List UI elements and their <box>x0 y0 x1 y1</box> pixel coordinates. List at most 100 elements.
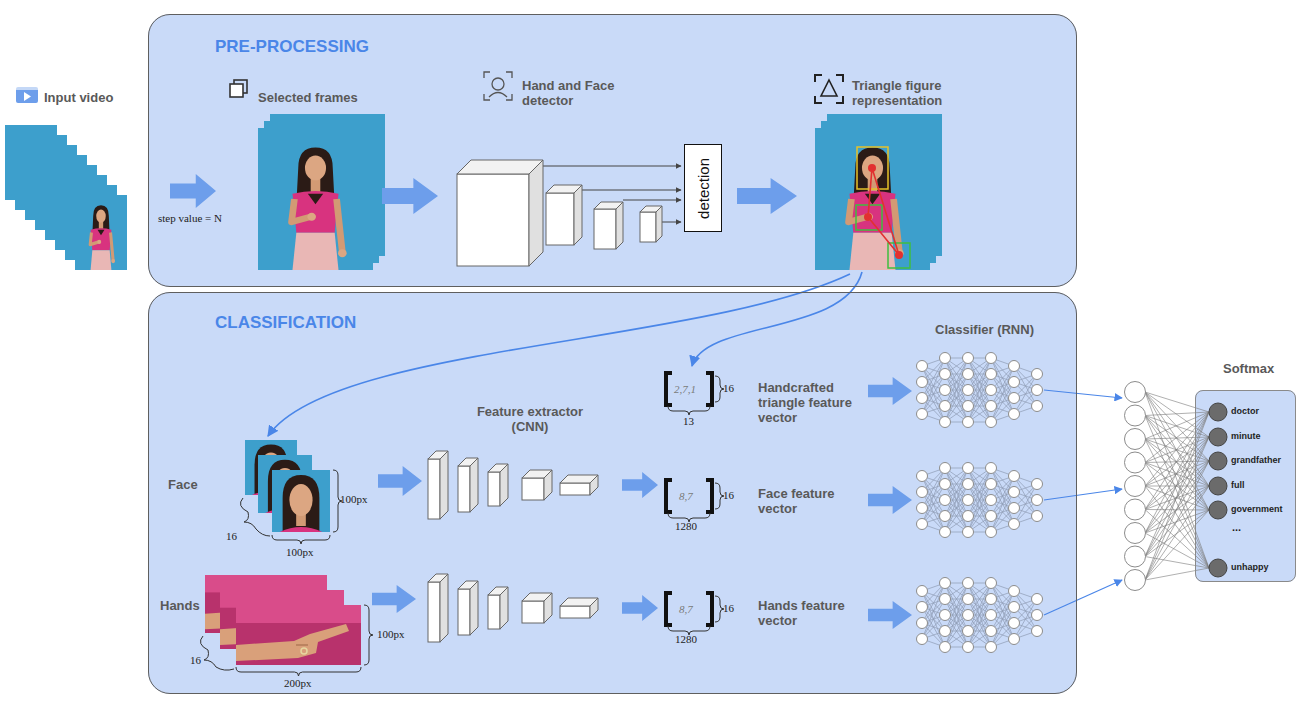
softmax-unit <box>1209 477 1227 495</box>
illustration-part <box>200 636 234 670</box>
rnn-unit <box>986 626 997 637</box>
backbone-block <box>457 160 543 174</box>
rnn-unit <box>1009 602 1020 613</box>
illustration-part <box>75 195 127 270</box>
illustration-part <box>868 486 912 514</box>
rnn-unit <box>940 594 951 605</box>
rnn-unit <box>986 353 997 364</box>
rnn-unit <box>1032 479 1043 490</box>
illustration-part <box>489 93 507 98</box>
class-label: government <box>1231 504 1283 514</box>
rnn-unit <box>940 642 951 653</box>
rnn-unit <box>940 385 951 396</box>
illustration-part <box>240 498 270 536</box>
illustration-part <box>706 480 712 512</box>
dimension-brace <box>668 406 710 415</box>
pipeline-panel: PRE-PROCESSINGdetection <box>148 14 1077 287</box>
caption-label: Hand and Face detector <box>522 78 627 108</box>
rnn-unit <box>940 369 951 380</box>
rnn-unit <box>963 463 974 474</box>
rnn-link <box>945 599 968 647</box>
dense-link <box>1145 392 1209 568</box>
rnn-unit <box>1009 361 1020 372</box>
dense-unit <box>1125 499 1146 520</box>
illustration-part <box>170 174 216 208</box>
illustration-part <box>230 84 243 97</box>
caption-label: Input video <box>44 90 113 105</box>
rnn-unit <box>917 503 928 514</box>
rnn-unit <box>986 527 997 538</box>
illustration-part <box>666 373 672 405</box>
illustration-part <box>582 190 681 191</box>
dimension-brace <box>715 376 724 402</box>
illustration-part <box>815 75 843 103</box>
rnn-unit <box>1032 369 1043 380</box>
rnn-unit <box>940 610 951 621</box>
illustration-part <box>737 178 797 214</box>
illustration-part <box>1044 580 1122 615</box>
illustration-part <box>706 593 712 625</box>
dimension-label: 200px <box>284 677 312 689</box>
illustration-part <box>895 251 903 259</box>
dimension-label: 16 <box>190 654 201 666</box>
rnn-unit <box>917 602 928 613</box>
rnn-link <box>968 599 991 647</box>
rnn-unit <box>1032 385 1043 396</box>
rnn-unit <box>917 487 928 498</box>
dimension-brace <box>364 605 373 665</box>
rnn-unit <box>940 401 951 412</box>
selected-frames-icon <box>230 80 247 97</box>
rnn-unit <box>1009 471 1020 482</box>
cnn-layer <box>488 595 500 629</box>
rnn-unit <box>1009 618 1020 629</box>
softmax-unit <box>1209 428 1227 446</box>
rnn-unit <box>963 527 974 538</box>
rnn-unit <box>963 353 974 364</box>
dense-link <box>1145 486 1209 510</box>
rnn-unit <box>963 626 974 637</box>
rnn-unit <box>986 610 997 621</box>
rnn-unit <box>963 369 974 380</box>
rnn-unit <box>963 594 974 605</box>
rnn-link <box>945 484 968 532</box>
vector-values: 2,7,1 <box>674 383 696 395</box>
caption-label: Face feature vector <box>758 486 848 516</box>
dense-unit <box>1125 523 1146 544</box>
cnn-layer <box>488 472 500 506</box>
cnn-layer <box>590 475 598 495</box>
dense-unit <box>1125 546 1146 567</box>
dense-link <box>1145 437 1209 580</box>
softmax-box: Softmax <box>1195 390 1296 582</box>
class-label: doctor <box>1231 406 1259 416</box>
dense-link <box>1145 486 1209 533</box>
dense-link <box>1145 412 1209 510</box>
rnn-link <box>968 374 991 422</box>
rnn-unit <box>963 479 974 490</box>
rnn-unit <box>940 353 951 364</box>
dense-unit <box>1125 429 1146 450</box>
illustration-part <box>623 200 681 201</box>
softmax-unit <box>1209 452 1227 470</box>
illustration-part <box>815 128 930 270</box>
dense-link <box>1145 412 1209 533</box>
illustration-part <box>1044 489 1122 500</box>
rnn-link <box>945 374 968 422</box>
illustration-part <box>16 87 38 90</box>
rnn-unit <box>986 385 997 396</box>
caption-label: Hands <box>160 598 200 613</box>
rnn-unit <box>986 463 997 474</box>
rnn-unit <box>940 527 951 538</box>
cnn-layer <box>458 589 470 635</box>
rnn-unit <box>986 594 997 605</box>
dimension-label: 16 <box>723 489 734 501</box>
cnn-layer <box>428 582 440 642</box>
cnn-layer <box>428 459 440 519</box>
panel-heading: CLASSIFICATION <box>215 313 356 333</box>
cnn-layer <box>470 458 478 512</box>
rnn-unit <box>917 519 928 530</box>
backbone-block <box>457 174 529 266</box>
dimension-label: 100px <box>340 493 368 505</box>
rnn-unit <box>1009 634 1020 645</box>
illustration-part <box>236 605 361 665</box>
rnn-output-arrows <box>1044 390 1122 615</box>
